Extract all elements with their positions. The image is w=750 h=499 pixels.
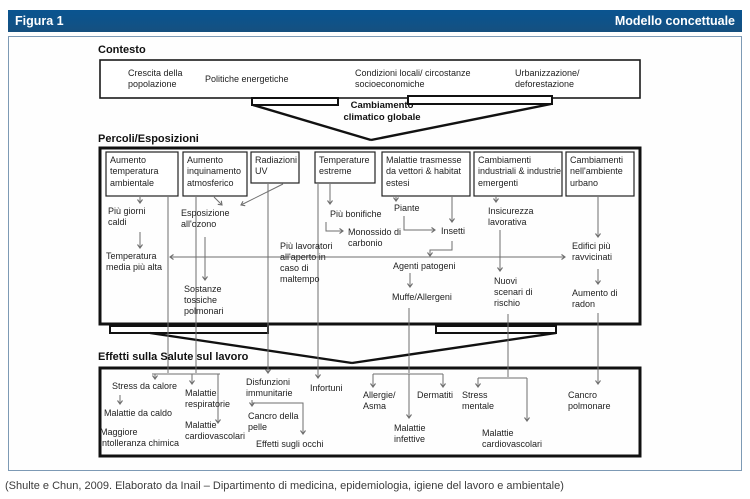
contesto-item-condizioni: Condizioni locali/ circostanze socioecon… [355, 68, 471, 89]
label-malattie-infettive: Malattie infettive [394, 423, 426, 444]
section-label-pericoli: Percoli/Esposizioni [98, 133, 199, 145]
label-monossido: Monossido di carbonio [348, 227, 402, 248]
figure-header-bar: Figura 1 Modello concettuale [8, 10, 742, 32]
label-malattie-cardiovascolari-sx: Malattie cardiovascolari [185, 420, 246, 441]
label-dermatiti: Dermatiti [417, 390, 454, 400]
label-malattie-cardiovascolari-dx: Malattie cardiovascolari [482, 428, 543, 449]
contesto-item-crescita: Crescita della popolazione [128, 68, 183, 89]
contesto-item-politiche: Politiche energetiche [205, 74, 289, 84]
figure-number-label: Figura 1 [15, 14, 64, 28]
global-climate-change-label: Cambiamento climatico globale [343, 100, 421, 124]
label-cancro-della-pelle: Cancro della pelle [248, 411, 299, 432]
hazard-box-ambiente-urbano: Cambiamenti nell'ambiente urbano [570, 155, 624, 188]
label-malattie-da-caldo: Malattie da caldo [104, 408, 173, 418]
label-insicurezza: Insicurezza lavorativa [488, 206, 534, 227]
label-temperatura-media: Temperatura media più alta [106, 251, 163, 272]
label-cancro-polmonare: Cancro polmonare [568, 390, 611, 411]
label-effetti-sugli-occhi: Effetti sugli occhi [256, 439, 324, 449]
label-malattie-respiratorie: Malattie respiratorie [185, 388, 231, 409]
label-piu-giorni-caldi: Più giorni caldi [108, 206, 146, 227]
label-nuovi-scenari: Nuovi scenari di rischio [494, 276, 533, 308]
label-allergie-asma: Allergie/ Asma [363, 390, 396, 411]
figure-caption: (Shulte e Chun, 2009. Elaborato da Inail… [5, 480, 564, 492]
hazard-box-malattie-vettori: Malattie trasmesse da vettori & habitat … [386, 155, 462, 188]
label-intolleranza-chimica: Maggiore intolleranza chimica [100, 427, 180, 448]
label-aumento-radon: Aumento di radon [572, 288, 618, 309]
contesto-item-urbanizzazione: Urbanizzazione/ deforestazione [515, 68, 580, 89]
label-disfunzioni-immunitarie: Disfunzioni immunitarie [246, 377, 293, 398]
hazard-box-temperatura: Aumento temperatura ambientale [110, 155, 159, 188]
label-piante: Piante [394, 203, 420, 213]
label-agenti-patogeni: Agenti patogeni [393, 261, 456, 271]
hazard-box-cambiamenti-industriali: Cambiamenti industriali & industrie emer… [478, 155, 562, 188]
label-esposizione-ozono: Esposizione all'ozono [181, 208, 230, 229]
hazard-box-radiazioni-uv: Radiazioni UV [255, 155, 298, 177]
label-stress-da-calore: Stress da calore [112, 381, 178, 391]
figure-title: Modello concettuale [614, 14, 735, 28]
label-piu-bonifiche: Più bonifiche [330, 209, 382, 219]
hazard-box-inquinamento: Aumento inquinamento atmosferico [187, 155, 242, 188]
section-label-effetti: Effetti sulla Salute sul lavoro [98, 351, 249, 363]
label-edifici-ravvicinati: Edifici più ravvicinati [572, 241, 613, 262]
label-muffe-allergeni: Muffe/Allergeni [392, 292, 452, 302]
label-insetti: Insetti [441, 226, 466, 236]
label-sostanze-tossiche: Sostanze tossiche polmonari [184, 284, 224, 316]
label-stress-mentale: Stress mentale [462, 390, 495, 411]
label-infortuni: Infortuni [310, 383, 343, 393]
section-label-contesto: Contesto [98, 44, 146, 56]
label-piu-lavoratori: Più lavoratori all'aperto in caso di mal… [280, 241, 333, 284]
hazard-box-temperature-estreme: Temperature estreme [319, 155, 370, 177]
